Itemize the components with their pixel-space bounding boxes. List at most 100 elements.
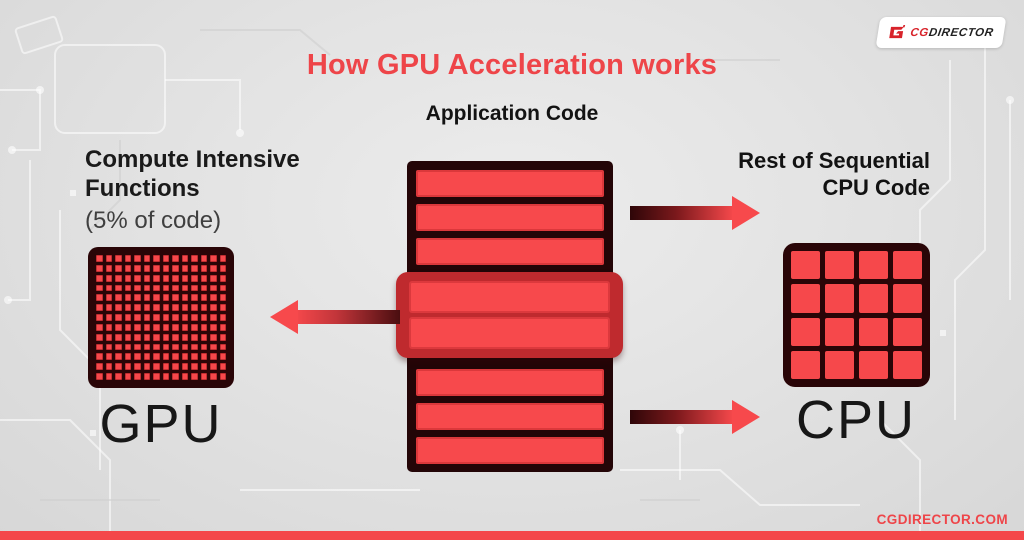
gpu-core-cell: [115, 304, 122, 312]
gpu-core-cell: [96, 284, 103, 292]
gpu-core-cell: [172, 353, 179, 361]
gpu-core-cell: [200, 264, 207, 272]
gpu-core-cell: [191, 314, 198, 321]
gpu-core-cell: [143, 353, 150, 361]
gpu-core-cell: [105, 333, 112, 341]
gpu-core-cell: [115, 314, 122, 321]
gpu-core-cell: [200, 333, 207, 341]
gpu-core-cell: [162, 255, 169, 262]
gpu-core-cell: [153, 284, 160, 292]
gpu-core-cell: [134, 314, 141, 321]
gpu-core-cell: [153, 353, 160, 361]
gpu-core-cell: [191, 343, 198, 351]
gpu-core-cell: [210, 373, 217, 380]
gpu-core-cell: [172, 304, 179, 312]
gpu-core-cell: [172, 255, 179, 262]
gpu-core-cell: [153, 373, 160, 380]
application-code-label: Application Code: [425, 102, 599, 125]
gpu-core-cell: [219, 284, 226, 292]
gpu-core-cell: [191, 294, 198, 302]
code-bar: [416, 369, 604, 396]
gpu-core-cell: [162, 333, 169, 341]
gpu-core-cell: [105, 274, 112, 282]
gpu-core-cell: [124, 284, 131, 292]
gpu-core-cell: [200, 255, 207, 262]
gpu-core-cell: [191, 264, 198, 272]
gpu-core-cell: [96, 314, 103, 321]
code-bar: [416, 437, 604, 464]
gpu-core-cell: [105, 314, 112, 321]
gpu-core-cell: [162, 294, 169, 302]
sequential-label-line2: CPU Code: [822, 175, 930, 200]
gpu-core-cell: [219, 294, 226, 302]
gpu-core-cell: [191, 373, 198, 380]
gpu-core-cell: [200, 323, 207, 331]
gpu-core-cell: [219, 323, 226, 331]
gpu-core-cell: [191, 274, 198, 282]
gpu-core-cell: [153, 314, 160, 321]
gpu-core-cell: [219, 353, 226, 361]
arrow-to-cpu-bottom-shaft: [630, 410, 734, 424]
gpu-core-cell: [200, 353, 207, 361]
cpu-core-cell: [791, 284, 820, 313]
gpu-core-cell: [153, 333, 160, 341]
gpu-core-cell: [191, 304, 198, 312]
gpu-core-cell: [143, 314, 150, 321]
gpu-core-cell: [105, 373, 112, 380]
cpu-core-cell: [893, 251, 922, 280]
gpu-core-cell: [143, 284, 150, 292]
gpu-core-cell: [162, 304, 169, 312]
cpu-core-cell: [825, 317, 854, 346]
gpu-core-cell: [200, 363, 207, 371]
gpu-core-cell: [105, 363, 112, 371]
footer-url: CGDIRECTOR.COM: [876, 512, 1008, 527]
arrow-to-gpu-shaft: [294, 310, 400, 324]
gpu-core-cell: [153, 264, 160, 272]
gpu-core-cell: [153, 294, 160, 302]
gpu-core-cell: [134, 255, 141, 262]
cpu-core-cell: [893, 350, 922, 379]
gpu-core-cell: [172, 373, 179, 380]
footer-accent-bar: [0, 531, 1024, 540]
sequential-cpu-label: Rest of Sequential CPU Code: [610, 147, 930, 201]
gpu-core-cell: [172, 363, 179, 371]
cpu-core-cell: [859, 350, 888, 379]
gpu-core-cell: [219, 373, 226, 380]
gpu-core-cell: [96, 323, 103, 331]
gpu-core-cell: [181, 255, 188, 262]
gpu-core-cell: [210, 294, 217, 302]
gpu-core-cell: [181, 314, 188, 321]
gpu-core-cell: [115, 333, 122, 341]
cpu-label: CPU: [795, 390, 916, 450]
gpu-core-cell: [219, 255, 226, 262]
gpu-core-cell: [105, 264, 112, 272]
gpu-core-cell: [162, 373, 169, 380]
code-bar: [416, 204, 604, 231]
gpu-core-cell: [210, 333, 217, 341]
gpu-core-cell: [181, 333, 188, 341]
gpu-core-cell: [172, 314, 179, 321]
gpu-core-cell: [115, 274, 122, 282]
cpu-core-cell: [825, 251, 854, 280]
arrow-to-cpu-bottom-icon: [630, 400, 760, 434]
gpu-core-cell: [181, 343, 188, 351]
gpu-core-cell: [172, 284, 179, 292]
gpu-core-cell: [115, 363, 122, 371]
gpu-core-cell: [143, 373, 150, 380]
code-bar: [416, 238, 604, 265]
gpu-core-cell: [172, 264, 179, 272]
arrow-to-cpu-top-shaft: [630, 206, 734, 220]
gpu-core-cell: [143, 323, 150, 331]
gpu-core-cell: [162, 284, 169, 292]
gpu-core-cell: [162, 314, 169, 321]
gpu-core-cell: [191, 363, 198, 371]
gpu-core-cell: [191, 284, 198, 292]
gpu-core-cell: [162, 323, 169, 331]
gpu-core-cell: [124, 353, 131, 361]
gpu-core-cell: [162, 264, 169, 272]
gpu-core-cell: [153, 304, 160, 312]
gpu-core-cell: [134, 343, 141, 351]
arrow-to-gpu-icon: [270, 300, 400, 334]
gpu-core-cell: [181, 373, 188, 380]
